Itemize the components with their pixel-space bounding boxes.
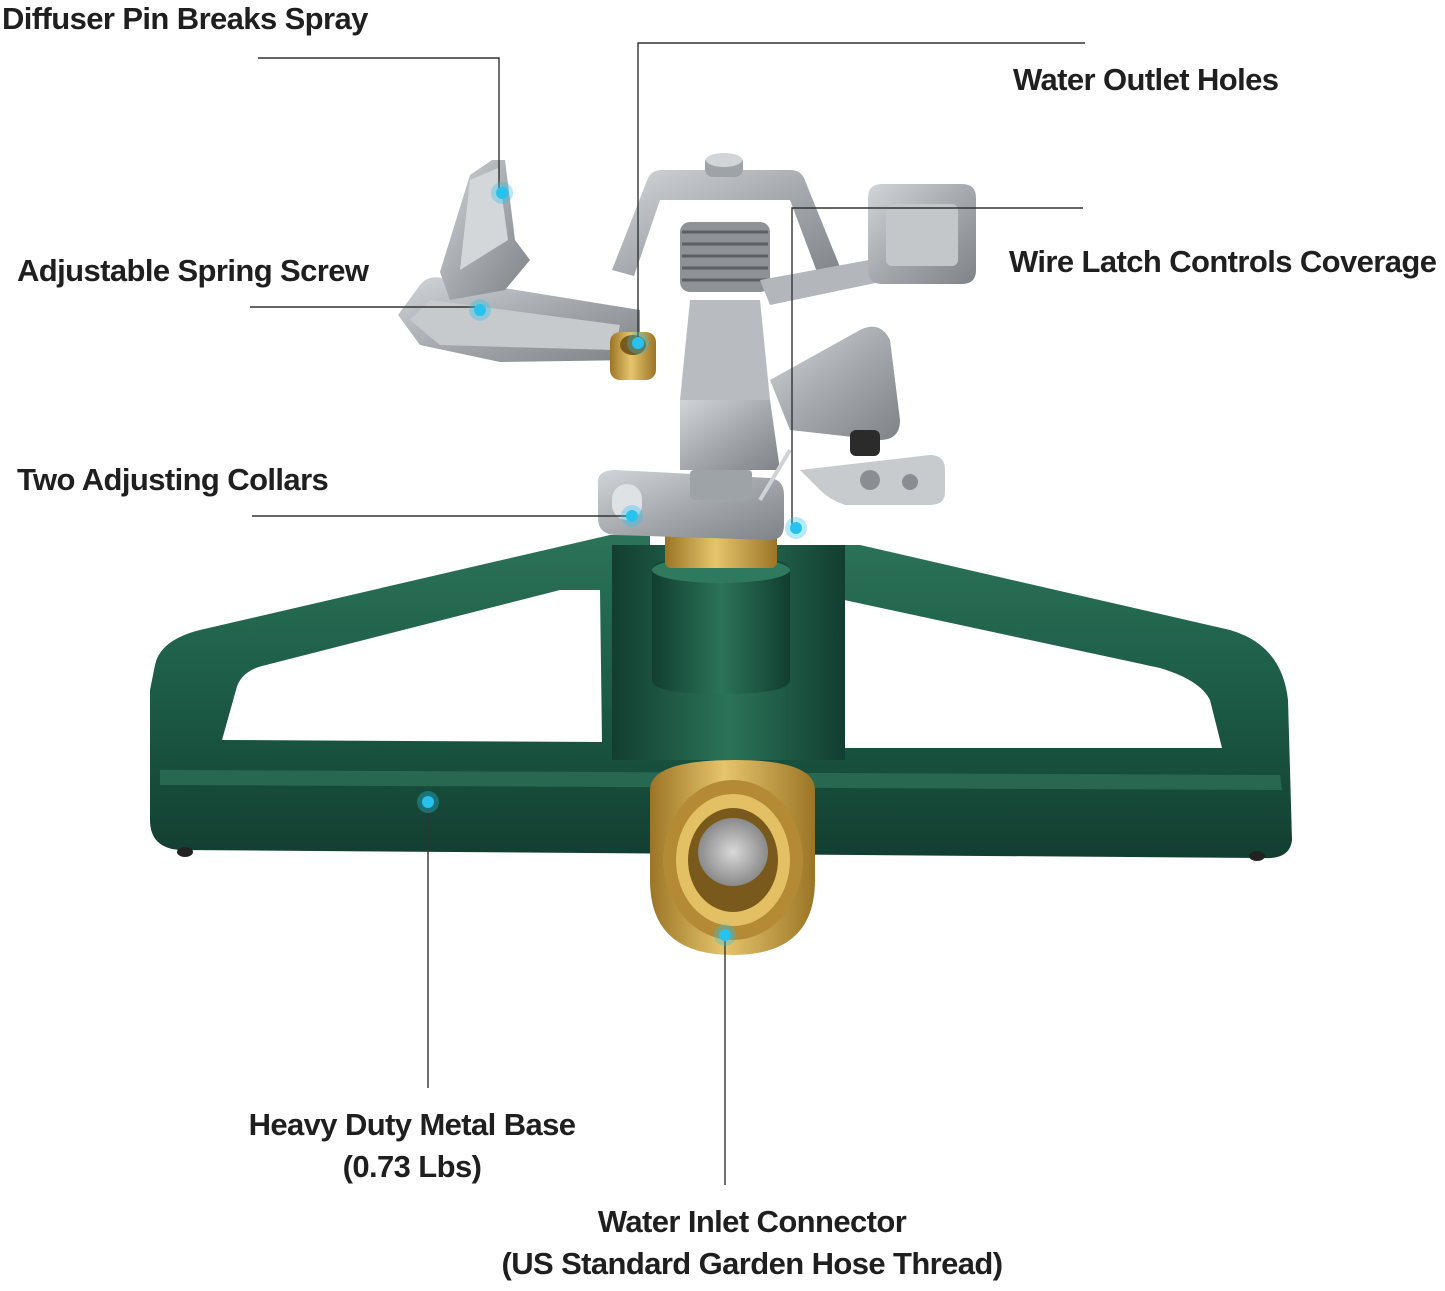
mesh-filter <box>698 818 768 886</box>
label-inlet-connector-line1: Water Inlet Connector <box>597 1204 907 1239</box>
callout-dot-diffuser-pin <box>496 187 508 199</box>
leader-diffuser-pin <box>258 57 500 190</box>
label-inlet-connector: Water Inlet Connector (US Standard Garde… <box>452 1203 1052 1283</box>
label-metal-base-line2: (0.73 Lbs) <box>342 1149 482 1184</box>
label-metal-base: Heavy Duty Metal Base (0.73 Lbs) <box>212 1106 612 1186</box>
callout-dot-inlet-connector <box>719 929 731 941</box>
callout-dot-water-outlet <box>632 337 644 349</box>
sprinkler-head <box>398 153 976 505</box>
callout-dot-adjusting-collars <box>626 510 638 522</box>
label-adjusting-collars: Two Adjusting Collars <box>17 462 329 497</box>
label-inlet-connector-line2: (US Standard Garden Hose Thread) <box>501 1246 1003 1281</box>
label-wire-latch: Wire Latch Controls Coverage <box>1009 244 1437 279</box>
adjusting-collars <box>597 470 784 568</box>
leader-water-outlet <box>637 42 1085 340</box>
callout-dot-wire-latch <box>790 522 802 534</box>
leader-wire-latch <box>791 207 1083 528</box>
callout-dot-metal-base <box>422 796 434 808</box>
label-water-outlet: Water Outlet Holes <box>1013 62 1279 97</box>
callout-dots <box>417 182 807 946</box>
metal-base <box>150 535 1292 861</box>
water-inlet-connector <box>650 760 815 955</box>
label-metal-base-line1: Heavy Duty Metal Base <box>248 1107 576 1142</box>
label-spring-screw: Adjustable Spring Screw <box>17 253 369 288</box>
callout-dot-spring-screw <box>474 304 486 316</box>
label-diffuser-pin: Diffuser Pin Breaks Spray <box>2 1 368 36</box>
leader-lines <box>250 42 1085 1185</box>
